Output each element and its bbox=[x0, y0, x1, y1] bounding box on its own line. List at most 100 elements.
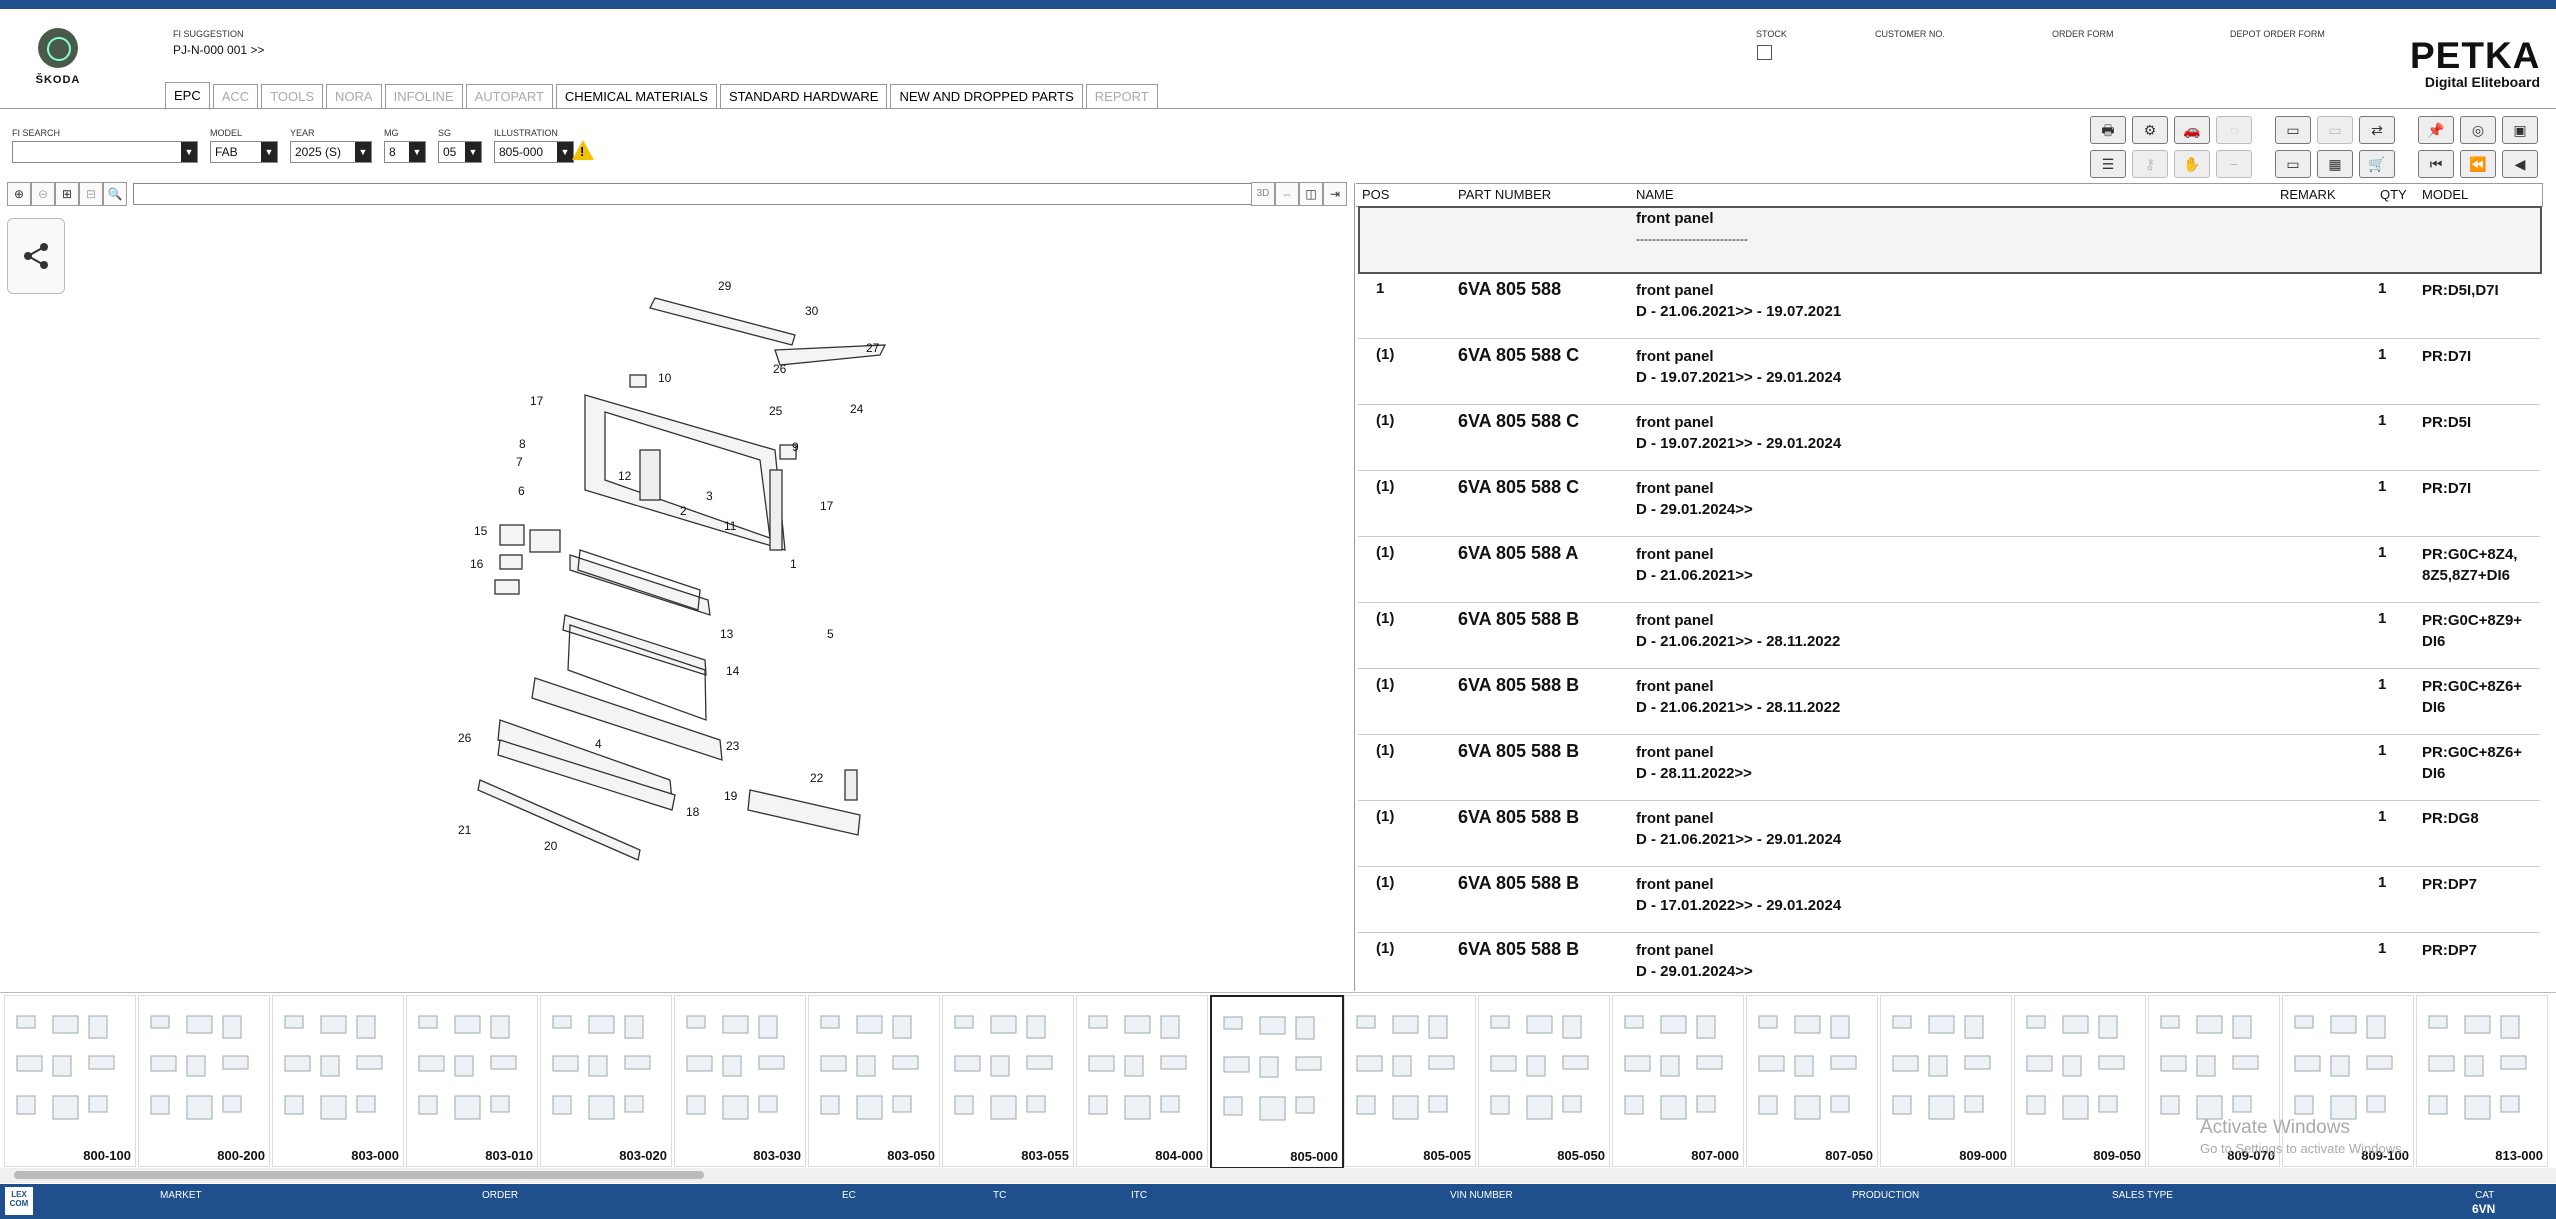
thumbnail[interactable]: 803-030 bbox=[674, 995, 806, 1167]
eye-icon[interactable]: ◎ bbox=[2460, 116, 2496, 144]
illustration-select[interactable]: 805-000▼ bbox=[494, 141, 574, 163]
row-part-number[interactable]: 6VA 805 588 B bbox=[1458, 675, 1580, 695]
layout-icon[interactable]: ◫ bbox=[1299, 182, 1323, 206]
depot-order-form-label[interactable]: DEPOT ORDER FORM bbox=[2230, 29, 2325, 39]
zoom-fit-icon[interactable]: ⊞ bbox=[55, 182, 79, 206]
thumbnail[interactable]: 805-050 bbox=[1478, 995, 1610, 1167]
tab-autopart[interactable]: AUTOPART bbox=[465, 84, 553, 109]
tab-new-and-dropped-parts[interactable]: NEW AND DROPPED PARTS bbox=[890, 84, 1083, 109]
thumbnail[interactable]: 809-100 bbox=[2282, 995, 2414, 1167]
year-select[interactable]: 2025 (S)▼ bbox=[290, 141, 372, 163]
col-qty[interactable]: QTY bbox=[2380, 187, 2407, 202]
group-row[interactable]: front panel ---------------------------- bbox=[1358, 206, 2542, 274]
thumbnail[interactable]: 807-000 bbox=[1612, 995, 1744, 1167]
col-model[interactable]: MODEL bbox=[2422, 187, 2469, 202]
bubble-icon[interactable]: ◌ bbox=[2216, 116, 2252, 144]
tab-infoline[interactable]: INFOLINE bbox=[384, 84, 463, 109]
row-part-number[interactable]: 6VA 805 588 C bbox=[1458, 477, 1580, 497]
car-icon[interactable]: 🚗 bbox=[2174, 116, 2210, 144]
thumbnail[interactable]: 813-000 bbox=[2416, 995, 2548, 1167]
thumbnail[interactable]: 803-020 bbox=[540, 995, 672, 1167]
row-part-number[interactable]: 6VA 805 588 B bbox=[1458, 741, 1580, 761]
first-page-icon[interactable]: ⏮ bbox=[2418, 150, 2454, 178]
thumbnail[interactable]: 809-000 bbox=[1880, 995, 2012, 1167]
row-part-number[interactable]: 6VA 805 588 B bbox=[1458, 807, 1580, 827]
sg-select[interactable]: 05▼ bbox=[438, 141, 482, 163]
expand-icon[interactable]: ⇥ bbox=[1323, 182, 1347, 206]
thumbnail[interactable]: 807-050 bbox=[1746, 995, 1878, 1167]
tab-standard-hardware[interactable]: STANDARD HARDWARE bbox=[719, 84, 888, 109]
row-part-number[interactable]: 6VA 805 588 B bbox=[1458, 939, 1580, 959]
col-pos[interactable]: POS bbox=[1362, 187, 1390, 202]
thumbnail[interactable]: 803-000 bbox=[272, 995, 404, 1167]
pane-divider[interactable] bbox=[1354, 183, 1355, 991]
pin-icon[interactable]: 📌 bbox=[2418, 116, 2454, 144]
previous-icon[interactable]: ◀ bbox=[2502, 150, 2538, 178]
row-part-number[interactable]: 6VA 805 588 B bbox=[1458, 609, 1580, 629]
tab-acc[interactable]: ACC bbox=[212, 84, 259, 109]
screen-icon[interactable]: ▭ bbox=[2275, 116, 2311, 144]
row-part-number[interactable]: 6VA 805 588 C bbox=[1458, 411, 1580, 431]
view-icon[interactable]: ▣ bbox=[2502, 116, 2538, 144]
thumbnail[interactable]: 803-055 bbox=[942, 995, 1074, 1167]
stock-checkbox[interactable] bbox=[1757, 45, 1772, 60]
thumbnail[interactable]: 804-000 bbox=[1076, 995, 1208, 1167]
thumbnail[interactable]: 803-050 bbox=[808, 995, 940, 1167]
tab-tools[interactable]: TOOLS bbox=[261, 84, 324, 109]
cart-icon[interactable]: 🛒 bbox=[2359, 150, 2395, 178]
share-button[interactable] bbox=[7, 218, 65, 294]
order-form-label[interactable]: ORDER FORM bbox=[2052, 29, 2114, 39]
search-icon[interactable]: 🔍 bbox=[103, 182, 127, 206]
fi-suggestion[interactable]: FI SUGGESTION PJ-N-000 001 >> bbox=[173, 29, 264, 57]
zoom-in-icon[interactable]: ⊕ bbox=[7, 182, 31, 206]
thumbnail[interactable]: 800-100 bbox=[4, 995, 136, 1167]
col-name[interactable]: NAME bbox=[1636, 187, 1674, 202]
grid-icon[interactable]: ▦ bbox=[2317, 150, 2353, 178]
hand-icon[interactable]: ✋ bbox=[2174, 150, 2210, 178]
tab-chemical-materials[interactable]: CHEMICAL MATERIALS bbox=[555, 84, 717, 109]
thumbnail[interactable]: 809-070 bbox=[2148, 995, 2280, 1167]
tab-report[interactable]: REPORT bbox=[1085, 84, 1158, 109]
warning-icon[interactable]: ! bbox=[572, 140, 594, 160]
col-remark[interactable]: REMARK bbox=[2280, 187, 2336, 202]
row-part-number[interactable]: 6VA 805 588 C bbox=[1458, 345, 1580, 365]
thumbnail[interactable]: 809-050 bbox=[2014, 995, 2146, 1167]
thumbnail[interactable]: 805-000 bbox=[1210, 995, 1344, 1169]
thumbnail[interactable]: 803-010 bbox=[406, 995, 538, 1167]
model-select[interactable]: FAB▼ bbox=[210, 141, 278, 163]
split-view-icon[interactable]: ⇔ bbox=[1275, 182, 1299, 206]
tab-epc[interactable]: EPC bbox=[165, 82, 210, 110]
scrollbar-thumb[interactable] bbox=[14, 1171, 704, 1179]
cart-add-icon[interactable]: ⇄ bbox=[2359, 116, 2395, 144]
zoom-out-icon[interactable]: ⊖ bbox=[31, 182, 55, 206]
thumbnail[interactable]: 805-005 bbox=[1344, 995, 1476, 1167]
screen-disabled-icon[interactable]: ▭ bbox=[2317, 116, 2353, 144]
remove-icon[interactable]: − bbox=[2216, 150, 2252, 178]
zoom-reset-icon[interactable]: ⊟ bbox=[79, 182, 103, 206]
row-part-number[interactable]: 6VA 805 588 A bbox=[1458, 543, 1579, 563]
monitor-icon[interactable]: ▭ bbox=[2275, 150, 2311, 178]
list-icon[interactable]: ☰ bbox=[2090, 150, 2126, 178]
tab-nora[interactable]: NORA bbox=[326, 84, 382, 109]
fi-search-select[interactable]: ▼ bbox=[12, 141, 198, 163]
mg-select[interactable]: 8▼ bbox=[384, 141, 426, 163]
viewer-search-input[interactable] bbox=[133, 183, 1255, 205]
previous-group-icon[interactable]: ⏪ bbox=[2460, 150, 2496, 178]
row-part-number[interactable]: 6VA 805 588 B bbox=[1458, 873, 1580, 893]
fi-suggestion-value[interactable]: PJ-N-000 001 >> bbox=[173, 43, 265, 57]
key-icon[interactable]: ⚷ bbox=[2132, 150, 2168, 178]
print-icon[interactable]: 🖶 bbox=[2090, 116, 2126, 144]
col-part-number[interactable]: PART NUMBER bbox=[1458, 187, 1552, 202]
